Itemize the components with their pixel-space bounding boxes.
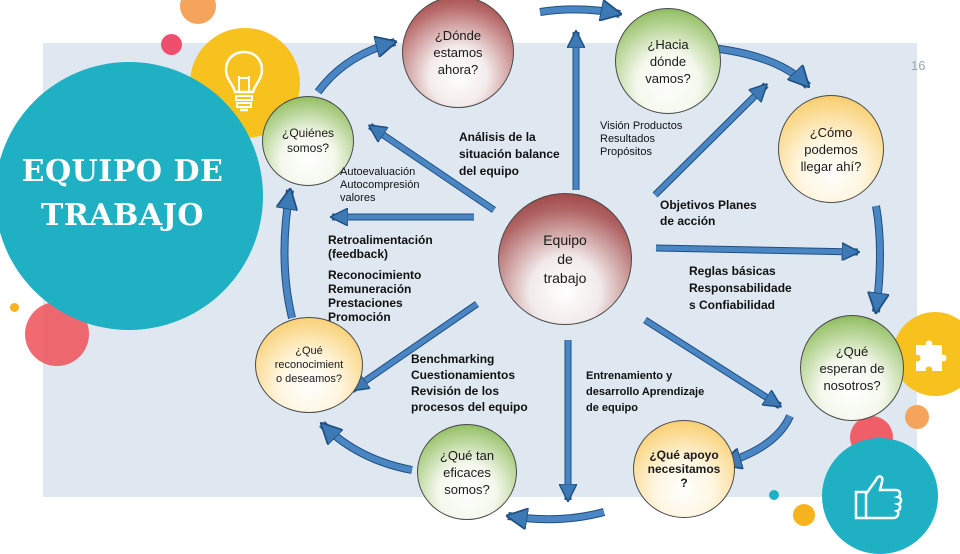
label-vision: Visión Productos Resultados Propósitos bbox=[600, 120, 682, 159]
label-benchmarking: Benchmarking Cuestionamientos Revisión d… bbox=[411, 351, 528, 415]
label-benchmarking-line-4: procesos del equipo bbox=[411, 400, 528, 414]
node-quienes-line-2: somos? bbox=[286, 141, 330, 155]
label-objetivos-line-2: de acción bbox=[660, 214, 716, 228]
node-donde-line-2: estamos bbox=[433, 44, 483, 60]
node-esperan-line-3: nosotros? bbox=[823, 377, 881, 393]
label-analisis-line-3: del equipo bbox=[459, 164, 519, 178]
thumbs-up-icon bbox=[854, 475, 903, 520]
label-entrenamiento-line-2: desarrollo Aprendizaje bbox=[586, 386, 705, 398]
label-benchmarking-line-3: Revisión de los bbox=[411, 384, 500, 398]
decor-dot-pink-top bbox=[161, 34, 182, 55]
node-donde-line-3: ahora? bbox=[437, 61, 479, 77]
arrow-cycle-eficaces-to-reconocimiento bbox=[319, 421, 413, 474]
node-eficaces-line-2: eficaces bbox=[443, 464, 491, 480]
diagram-arrows bbox=[0, 0, 960, 540]
node-apoyo-line-3: ? bbox=[680, 476, 688, 490]
label-analisis: Análisis de la situación balance del equ… bbox=[459, 129, 560, 180]
node-reconocimiento-line-2: reconocimient bbox=[274, 359, 344, 371]
label-retroalimentacion: Retroalimentación (feedback) bbox=[328, 233, 433, 261]
node-como-line-2: podemos bbox=[804, 141, 858, 157]
arrow-cycle-quienes-to-donde bbox=[314, 38, 397, 95]
node-hacia-line-3: vamos? bbox=[645, 70, 691, 86]
label-vision-line-1: Visión Productos bbox=[600, 120, 683, 132]
node-esperan-line-1: ¿Qué bbox=[835, 343, 869, 359]
center-line-1: Equipo bbox=[543, 231, 587, 248]
label-reconocimiento-line-4: Promoción bbox=[328, 310, 391, 324]
node-hacia-line-2: dónde bbox=[649, 53, 687, 69]
label-analisis-line-2: situación balance bbox=[459, 147, 560, 161]
node-hacia-line-1: ¿Hacia bbox=[647, 36, 689, 52]
page-number: 16 bbox=[911, 58, 926, 73]
label-entrenamiento: Entrenamiento y desarrollo Aprendizaje d… bbox=[586, 368, 704, 416]
node-esperan-line-2: esperan de bbox=[819, 360, 885, 376]
label-benchmarking-line-1: Benchmarking bbox=[411, 352, 495, 366]
label-autoevaluacion-line-1: Autoevaluación bbox=[340, 166, 416, 178]
label-vision-line-2: Resultados bbox=[600, 133, 656, 145]
label-reglas-line-3: s Confiabilidad bbox=[689, 298, 776, 312]
decor-dot-teal-small bbox=[769, 490, 779, 500]
label-reglas: Reglas básicas Responsabilidade s Confia… bbox=[689, 263, 792, 314]
node-equipo-de-trabajo: Equipo de trabajo bbox=[498, 193, 632, 325]
node-reconocimiento-line-1: ¿Qué bbox=[295, 345, 323, 357]
decor-dot-small-yellow-left bbox=[10, 303, 19, 312]
label-reconocimiento: Reconocimiento Remuneración Prestaciones… bbox=[328, 268, 421, 324]
node-reconocimiento-line-3: o deseamos? bbox=[275, 373, 343, 385]
node-como-line-3: llegar ahí? bbox=[800, 158, 862, 174]
node-que-reconocimiento: ¿Qué reconocimient o deseamos? bbox=[255, 317, 363, 413]
center-line-2: de bbox=[557, 250, 573, 267]
label-reconocimiento-line-1: Reconocimiento bbox=[328, 268, 422, 282]
label-vision-line-3: Propósitos bbox=[600, 146, 652, 158]
label-autoevaluacion-line-2: Autocompresión bbox=[340, 179, 420, 191]
node-eficaces-line-1: ¿Qué tan bbox=[439, 447, 495, 463]
title-circle bbox=[0, 62, 263, 330]
decor-dot-teal-bottom bbox=[822, 438, 938, 554]
puzzle-icon bbox=[916, 340, 947, 371]
node-eficaces-line-3: somos? bbox=[444, 481, 490, 497]
label-entrenamiento-line-3: de equipo bbox=[586, 402, 638, 414]
label-autoevaluacion: Autoevaluación Autocompresión valores bbox=[340, 166, 420, 205]
label-retroalimentacion-line-1: Retroalimentación bbox=[328, 233, 433, 247]
label-analisis-line-1: Análisis de la bbox=[459, 130, 536, 144]
label-retroalimentacion-line-2: (feedback) bbox=[328, 247, 389, 261]
node-apoyo-line-2: necesitamos bbox=[647, 462, 721, 476]
node-como-line-1: ¿Cómo bbox=[809, 124, 853, 140]
label-reconocimiento-line-2: Remuneración bbox=[328, 282, 412, 296]
label-reconocimiento-line-3: Prestaciones bbox=[328, 296, 403, 310]
decor-dot-orange-right bbox=[905, 405, 929, 429]
arrow-cycle-hacia-to-como bbox=[711, 44, 811, 89]
lightbulb-icon bbox=[224, 50, 264, 112]
label-autoevaluacion-line-3: valores bbox=[340, 192, 376, 204]
slide-title: EQUIPO DE TRABAJO bbox=[10, 150, 235, 238]
decor-dot-yellow-small bbox=[793, 504, 815, 526]
label-reglas-line-1: Reglas básicas bbox=[689, 264, 776, 278]
label-entrenamiento-line-1: Entrenamiento y bbox=[586, 370, 673, 382]
label-reglas-line-2: Responsabilidade bbox=[689, 281, 792, 295]
center-line-3: trabajo bbox=[543, 269, 587, 286]
slide-title-line-1: EQUIPO DE bbox=[21, 154, 224, 189]
node-quienes-line-1: ¿Quiénes bbox=[281, 126, 335, 140]
label-benchmarking-line-2: Cuestionamientos bbox=[411, 368, 516, 382]
node-donde-line-1: ¿Dónde bbox=[434, 27, 482, 43]
slide-title-line-2: TRABAJO bbox=[41, 198, 204, 233]
label-objetivos-line-1: Objetivos Planes bbox=[660, 198, 757, 212]
node-apoyo-line-1: ¿Qué apoyo bbox=[649, 448, 719, 462]
label-objetivos: Objetivos Planes de acción bbox=[660, 197, 757, 229]
